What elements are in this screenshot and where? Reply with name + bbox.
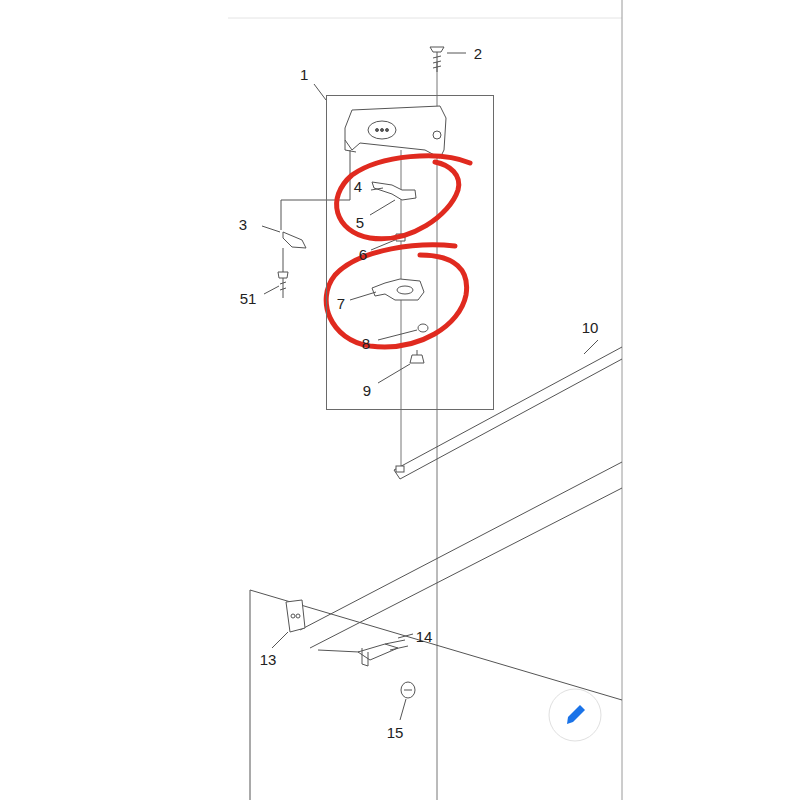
callout-number: 14	[416, 629, 433, 644]
callout-number: 1	[300, 67, 308, 82]
assembly-outline: 1	[326, 95, 494, 410]
callout-number: 9	[363, 383, 371, 398]
callout-number: 13	[260, 652, 277, 667]
callout-number: 4	[354, 179, 362, 194]
callout-number: 2	[474, 46, 482, 61]
callout-number: 5	[356, 215, 364, 230]
callout-number: 10	[582, 320, 599, 335]
callout-number: 3	[239, 217, 247, 232]
callout-number: 51	[240, 291, 257, 306]
callout-number: 7	[337, 296, 345, 311]
callout-number: 6	[359, 247, 367, 262]
callout-number: 15	[387, 725, 404, 740]
callout-number: 8	[362, 336, 370, 351]
